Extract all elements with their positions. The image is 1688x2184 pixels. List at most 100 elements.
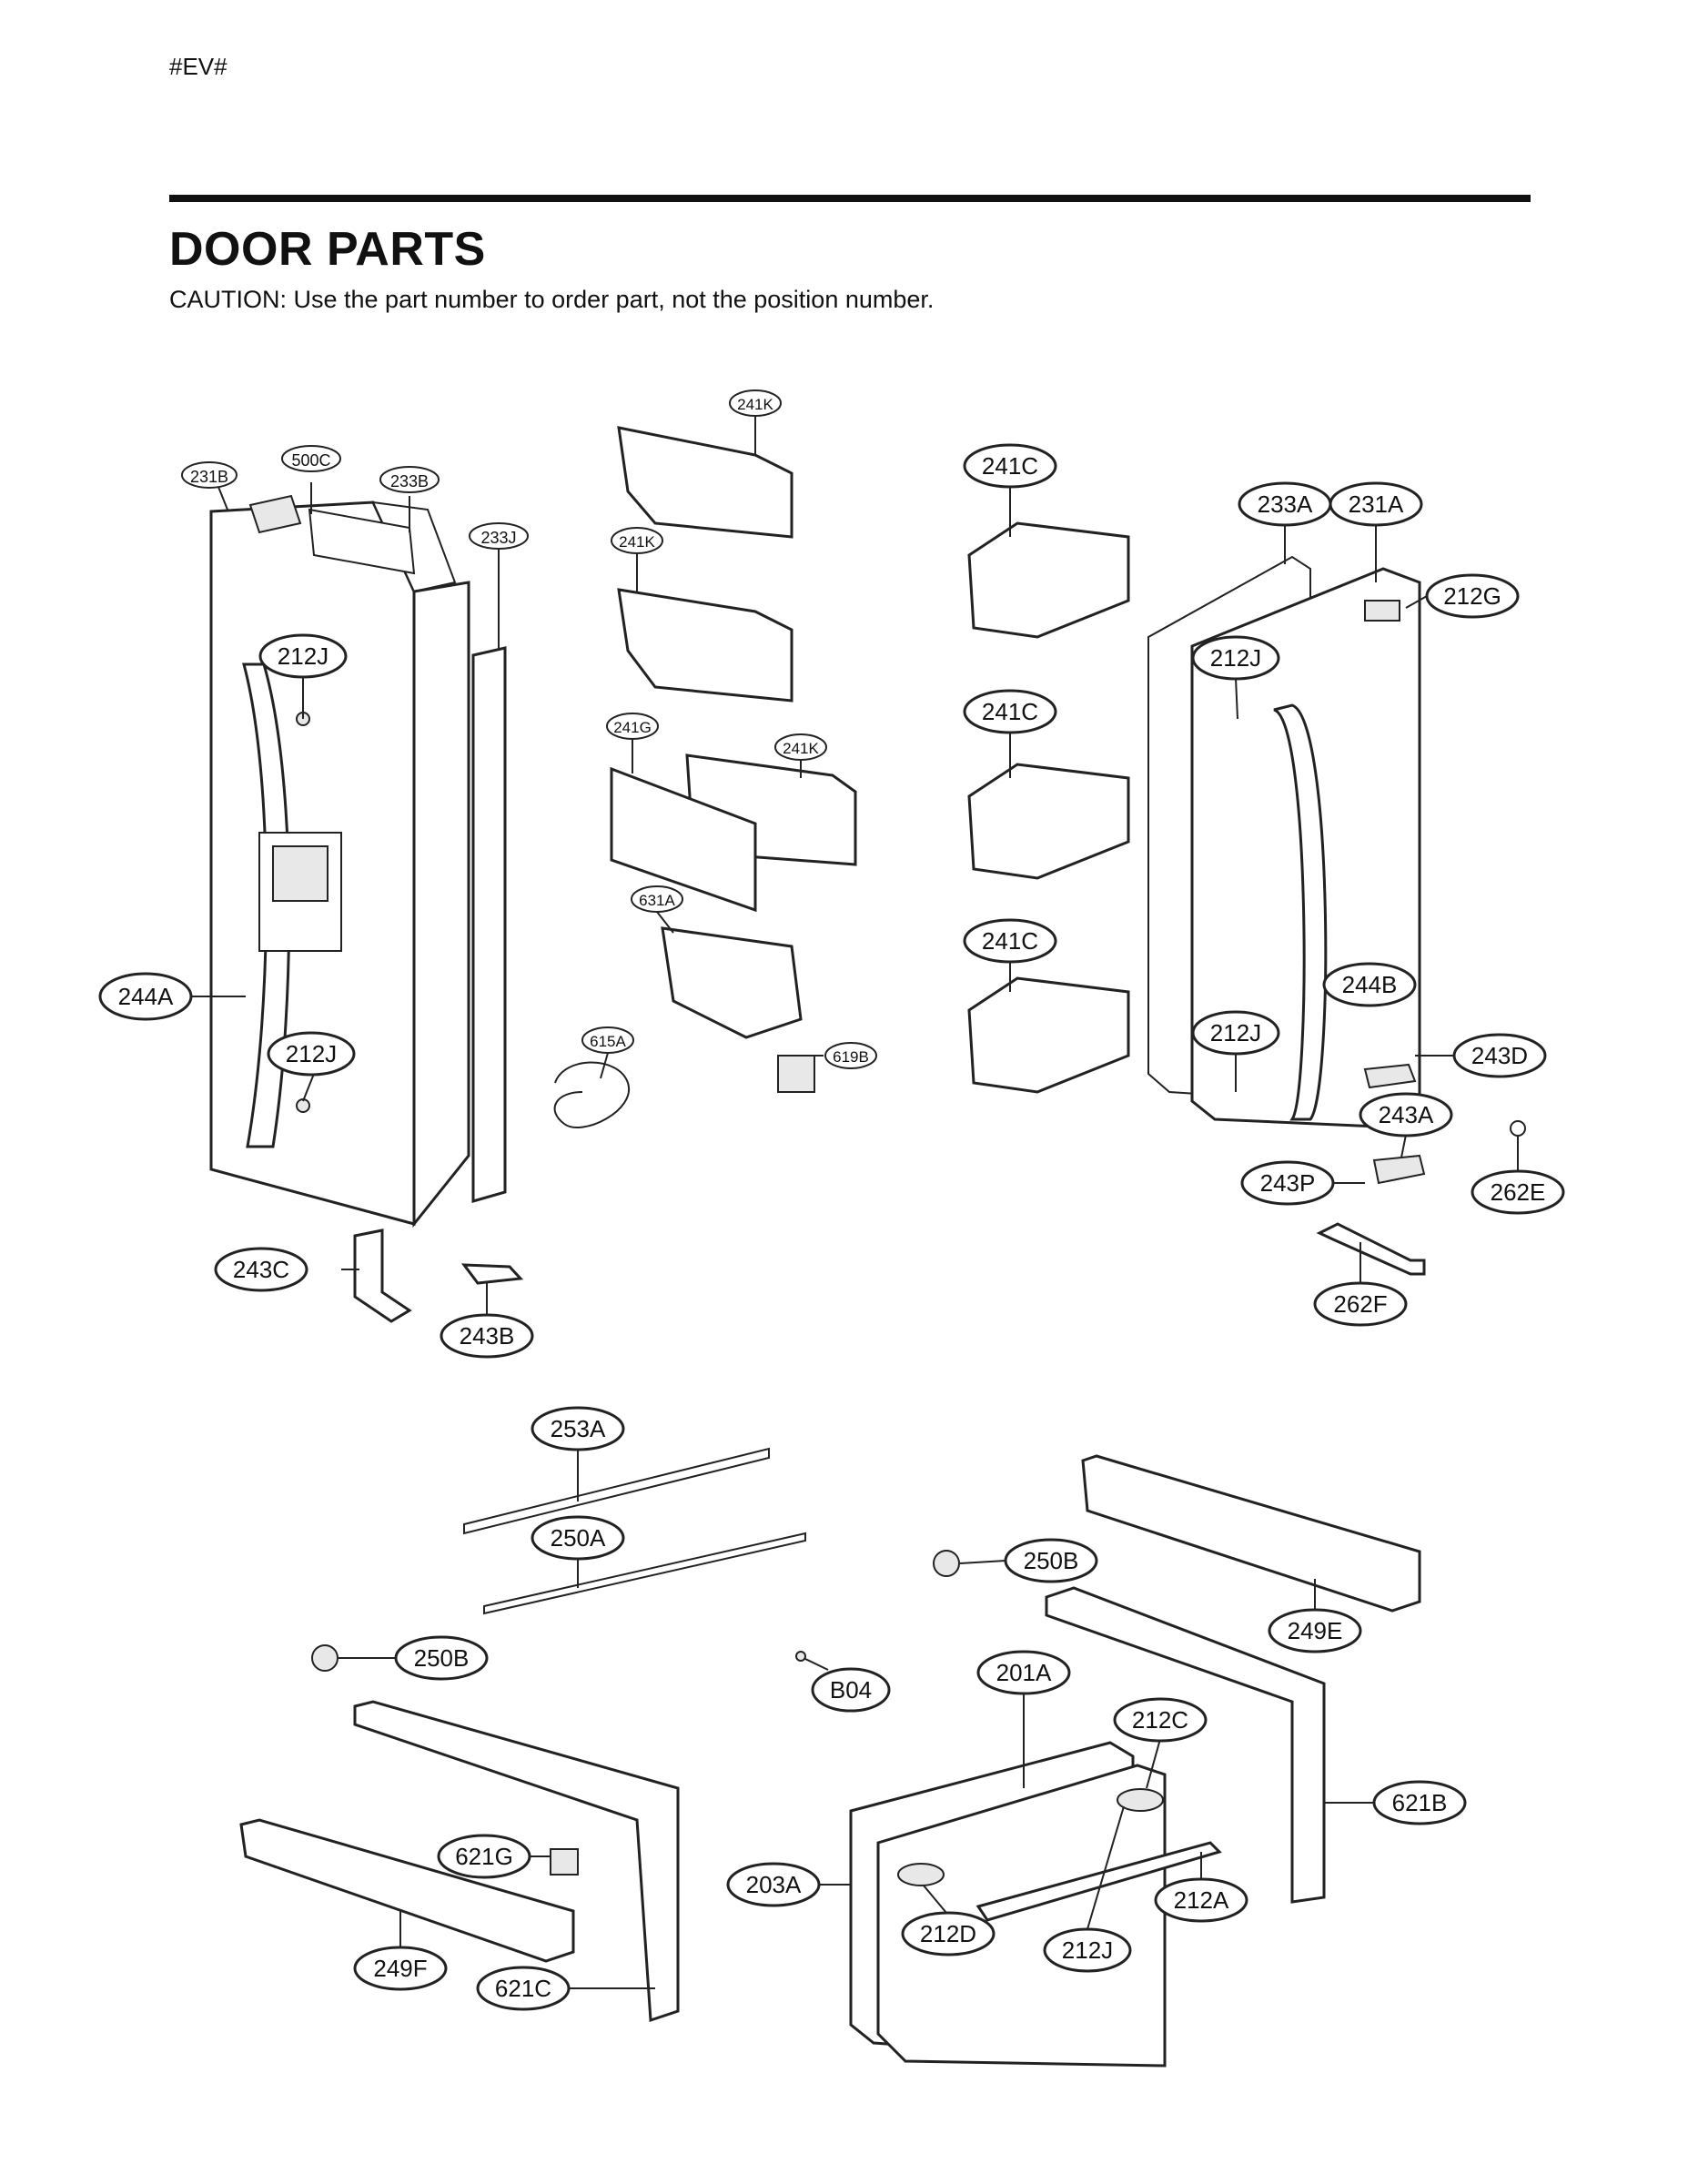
callout-label: 621G — [455, 1843, 513, 1870]
callout-label: 241C — [982, 698, 1038, 725]
callout-249F: 249F — [353, 1946, 448, 1991]
ice-parts — [553, 926, 815, 1128]
callout-label: 241K — [619, 533, 655, 551]
callout-label: 243C — [233, 1256, 289, 1283]
callout-243A: 243A — [1359, 1092, 1453, 1138]
roller-250B-right — [933, 1550, 960, 1577]
door-bins-241K — [610, 426, 857, 913]
callout-label: 262E — [1491, 1178, 1546, 1206]
callout-label: 233A — [1258, 490, 1313, 518]
rail-249F — [239, 1818, 575, 1963]
callout-619B: 619B — [824, 1042, 877, 1069]
bin-241C-bottom — [967, 976, 1130, 1094]
callout-244B: 244B — [1322, 962, 1417, 1007]
callout-label: 243P — [1260, 1169, 1316, 1197]
callout-201A: 201A — [976, 1650, 1071, 1695]
rail-249E — [1081, 1454, 1421, 1613]
left-door-liner — [412, 581, 470, 1228]
callout-label: 212G — [1443, 582, 1501, 610]
callout-label: 233B — [390, 472, 429, 490]
dispenser-window — [272, 845, 329, 902]
callout-212C: 212C — [1113, 1697, 1208, 1743]
bin-241K-top — [617, 426, 793, 539]
callout-label: 621C — [495, 1975, 551, 2002]
callout-label: 241K — [783, 740, 819, 757]
wrench-262F — [1316, 1222, 1426, 1276]
rail-621B — [1045, 1586, 1326, 1904]
right-door-handle-244B — [1273, 703, 1328, 1121]
callout-241C-b: 241C — [963, 689, 1057, 734]
washer-262E — [1510, 1120, 1526, 1137]
callout-label: B04 — [830, 1676, 872, 1704]
callout-241G: 241G — [606, 713, 659, 740]
callout-212J-d: 212J — [1191, 1010, 1280, 1056]
bin-241G-cover — [610, 766, 757, 913]
handle-cap-212D — [897, 1863, 945, 1886]
callout-label: 241C — [982, 927, 1038, 955]
callout-label: 244B — [1342, 971, 1398, 998]
callout-label: 631A — [639, 892, 675, 909]
callout-241C-a: 241C — [963, 443, 1057, 489]
callout-615A: 615A — [581, 1026, 634, 1054]
bin-241C-middle — [967, 763, 1130, 880]
screws-B04 — [795, 1651, 806, 1662]
callout-label: 262F — [1333, 1290, 1387, 1318]
callout-233B: 233B — [379, 466, 440, 493]
rail-250A — [483, 1532, 806, 1615]
callout-243C: 243C — [214, 1247, 308, 1292]
callout-label: 201A — [996, 1659, 1052, 1686]
callout-250B-b: 250B — [394, 1635, 489, 1681]
bracket-621G — [550, 1848, 579, 1876]
callout-label: 212J — [1210, 644, 1261, 672]
callout-label: 241K — [737, 396, 773, 413]
bin-241C-top — [967, 521, 1130, 639]
callout-631A: 631A — [631, 885, 683, 913]
callout-243D: 243D — [1452, 1033, 1547, 1078]
callout-label: 243D — [1471, 1042, 1528, 1069]
callout-label: 615A — [590, 1033, 626, 1050]
callout-621B: 621B — [1372, 1780, 1467, 1825]
callout-label: 231A — [1349, 490, 1404, 518]
callout-label: 243A — [1379, 1101, 1434, 1128]
callout-212J-b: 212J — [267, 1031, 356, 1077]
callout-621G: 621G — [437, 1834, 531, 1879]
hinge-243B — [460, 1263, 524, 1285]
callout-label: 253A — [551, 1415, 606, 1442]
callout-203A: 203A — [726, 1862, 821, 1907]
callout-262F: 262F — [1313, 1281, 1408, 1327]
callout-label: 249F — [373, 1955, 427, 1982]
left-door-cap-500C — [248, 494, 302, 534]
callout-label: 250B — [414, 1644, 470, 1672]
drawer-front-201A — [876, 1764, 1167, 2068]
callout-249E: 249E — [1268, 1608, 1362, 1653]
callout-label: 233J — [480, 529, 516, 547]
duct-631A — [661, 926, 803, 1039]
callout-label: 250A — [551, 1524, 606, 1552]
callout-233J: 233J — [469, 522, 529, 550]
callout-243B: 243B — [440, 1313, 534, 1359]
rail-621C — [353, 1700, 680, 2023]
callout-label: 243B — [460, 1322, 515, 1350]
callout-label: 212J — [1062, 1936, 1113, 1964]
callout-250B-a: 250B — [1004, 1538, 1098, 1583]
caution-note: CAUTION: Use the part number to order pa… — [169, 286, 935, 313]
callout-233A: 233A — [1238, 481, 1332, 527]
callout-241K-b: 241K — [611, 527, 663, 554]
callout-label: 231B — [190, 468, 228, 486]
callout-label: 621B — [1392, 1789, 1448, 1816]
callout-label: 212A — [1174, 1886, 1229, 1914]
bin-241K-middle — [617, 588, 793, 703]
hinge-bracket-243C — [353, 1228, 412, 1323]
callout-231A: 231A — [1329, 481, 1423, 527]
callout-231B: 231B — [181, 461, 238, 489]
callout-label: 500C — [291, 451, 330, 470]
label-212G — [1364, 600, 1400, 622]
callout-label: 250B — [1024, 1547, 1079, 1574]
callout-241C-c: 241C — [963, 918, 1057, 964]
callout-250A: 250A — [531, 1515, 625, 1561]
callout-212J-c: 212J — [1191, 635, 1280, 681]
callout-B04: B04 — [811, 1667, 891, 1713]
callout-212J-e: 212J — [1043, 1927, 1132, 1973]
callout-212G: 212G — [1425, 573, 1520, 619]
hinge-243A — [1372, 1154, 1426, 1185]
